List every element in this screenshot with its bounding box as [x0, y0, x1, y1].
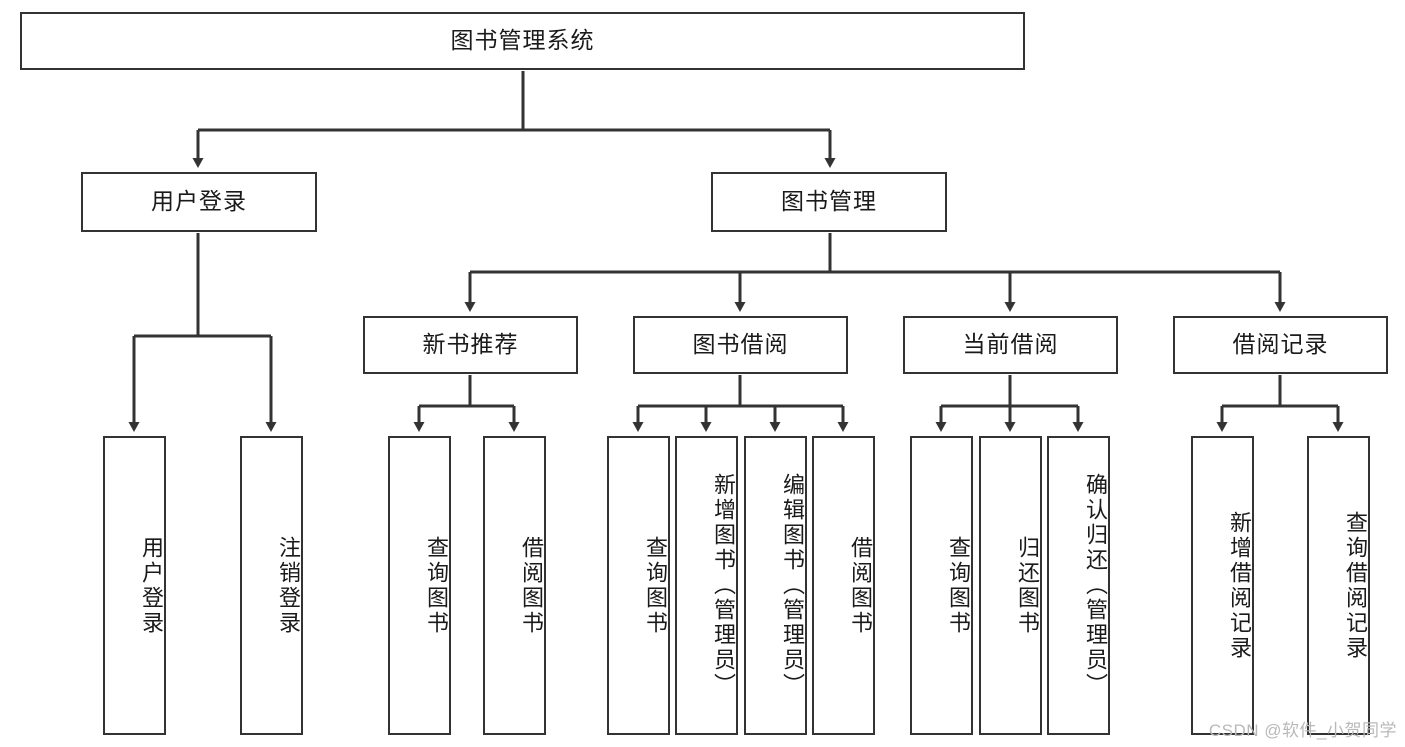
leaf-query-book-1-label: 查询图书 — [424, 535, 449, 636]
node-new-book-recommend-label: 新书推荐 — [422, 331, 519, 358]
leaf-query-book-3-label: 查询图书 — [946, 535, 971, 636]
leaf-query-book-2[interactable]: 查询图书 — [607, 436, 670, 735]
node-current-borrow-label: 当前借阅 — [962, 331, 1059, 358]
leaf-query-record-label: 查询借阅记录 — [1343, 510, 1368, 661]
leaf-add-record[interactable]: 新增借阅记录 — [1191, 436, 1254, 735]
leaf-query-book-3[interactable]: 查询图书 — [910, 436, 973, 735]
leaf-user-login[interactable]: 用户登录 — [103, 436, 166, 735]
node-book-management[interactable]: 图书管理 — [711, 172, 947, 232]
node-book-management-label: 图书管理 — [781, 188, 877, 215]
node-user-login[interactable]: 用户登录 — [81, 172, 317, 232]
leaf-query-record[interactable]: 查询借阅记录 — [1307, 436, 1370, 735]
node-root-label: 图书管理系统 — [450, 27, 595, 54]
leaf-logout-label: 注销登录 — [276, 535, 301, 636]
node-new-book-recommend[interactable]: 新书推荐 — [363, 316, 578, 374]
node-book-borrow[interactable]: 图书借阅 — [633, 316, 848, 374]
node-book-borrow-label: 图书借阅 — [692, 331, 789, 358]
leaf-confirm-return[interactable]: 确认归还（管理员） — [1047, 436, 1110, 735]
leaf-borrow-book-2-label: 借阅图书 — [848, 535, 873, 636]
leaf-add-book[interactable]: 新增图书（管理员） — [675, 436, 738, 735]
leaf-borrow-book-1-label: 借阅图书 — [519, 535, 544, 636]
node-user-login-label: 用户登录 — [151, 188, 247, 215]
leaf-borrow-book-2[interactable]: 借阅图书 — [812, 436, 875, 735]
leaf-borrow-book-1[interactable]: 借阅图书 — [483, 436, 546, 735]
leaf-return-book-label: 归还图书 — [1015, 535, 1040, 636]
node-borrow-record[interactable]: 借阅记录 — [1173, 316, 1388, 374]
leaf-query-book-1[interactable]: 查询图书 — [388, 436, 451, 735]
leaf-query-book-2-label: 查询图书 — [643, 535, 668, 636]
leaf-return-book[interactable]: 归还图书 — [979, 436, 1042, 735]
leaf-add-record-label: 新增借阅记录 — [1227, 510, 1252, 661]
leaf-logout[interactable]: 注销登录 — [240, 436, 303, 735]
leaf-confirm-return-label: 确认归还（管理员） — [1083, 473, 1108, 698]
leaf-edit-book-label: 编辑图书（管理员） — [780, 473, 805, 698]
leaf-user-login-label: 用户登录 — [139, 535, 164, 636]
node-current-borrow[interactable]: 当前借阅 — [903, 316, 1118, 374]
leaf-add-book-label: 新增图书（管理员） — [711, 473, 736, 698]
node-borrow-record-label: 借阅记录 — [1232, 331, 1329, 358]
leaf-edit-book[interactable]: 编辑图书（管理员） — [744, 436, 807, 735]
node-root[interactable]: 图书管理系统 — [20, 12, 1025, 70]
watermark: CSDN @软件_小贺同学 — [1208, 721, 1397, 740]
